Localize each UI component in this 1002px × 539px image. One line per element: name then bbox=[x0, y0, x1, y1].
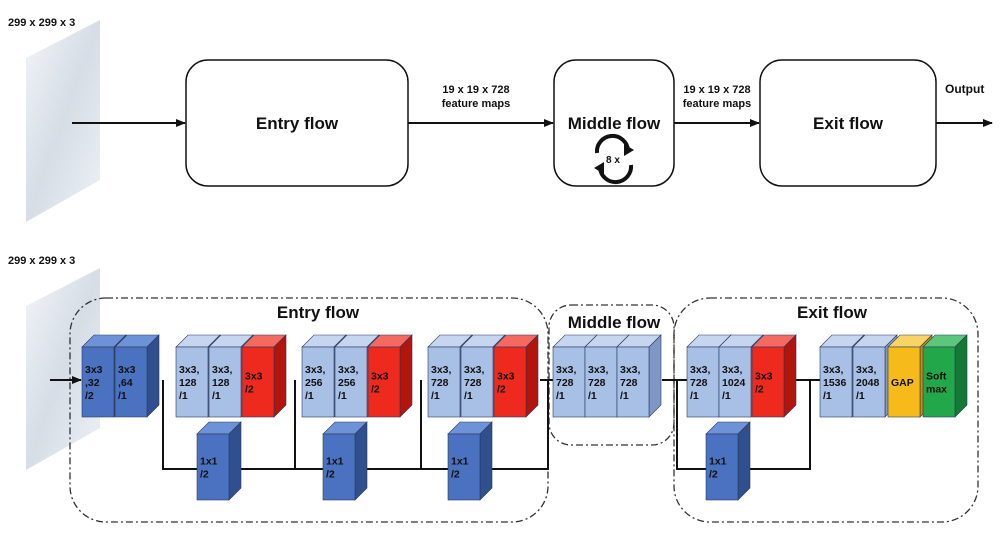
block-text: 3x3, bbox=[620, 364, 641, 376]
block-text: /1 bbox=[856, 390, 865, 402]
block-text: /1 bbox=[305, 390, 314, 402]
block-text: /1 bbox=[620, 390, 629, 402]
block-text: /2 bbox=[200, 469, 209, 481]
top-entry-flow-label: Entry flow bbox=[256, 114, 339, 133]
bottom-exit-flow-label: Exit flow bbox=[797, 303, 868, 322]
block-text: 1024 bbox=[722, 377, 746, 389]
conv-block: 3x3,728/1 bbox=[584, 334, 630, 418]
block-text: ,64 bbox=[118, 377, 133, 389]
bottom-input-size-label: 299 x 299 x 3 bbox=[8, 255, 75, 267]
block-text: 728 bbox=[620, 377, 638, 389]
block-text: 2048 bbox=[856, 377, 880, 389]
block-text: 3x3, bbox=[588, 364, 609, 376]
block-text: 256 bbox=[338, 377, 356, 389]
top-input-image bbox=[26, 20, 100, 222]
top-fm2-line2: feature maps bbox=[683, 98, 751, 110]
repeat-cycle-icon bbox=[594, 133, 634, 185]
entry-flow-group bbox=[69, 297, 549, 523]
block-text: 1x1 bbox=[709, 456, 727, 468]
exit-flow-group bbox=[673, 297, 979, 523]
block-text: 3x3, bbox=[722, 364, 743, 376]
block-text: 3x3 bbox=[85, 364, 103, 376]
bottom-middle-flow-label: Middle flow bbox=[568, 313, 661, 332]
top-fm1-line2: feature maps bbox=[442, 98, 510, 110]
block-text: /1 bbox=[722, 390, 731, 402]
top-exit-flow-label: Exit flow bbox=[813, 114, 884, 133]
block-text: Soft bbox=[926, 371, 947, 383]
block-text: 1x1 bbox=[200, 456, 218, 468]
block-text: 128 bbox=[179, 377, 197, 389]
shortcut-block: 1x1/2 bbox=[196, 421, 242, 501]
block-text: 3x3, bbox=[464, 364, 485, 376]
conv-block: 3x3,64/1 bbox=[114, 334, 160, 418]
block-text: 728 bbox=[464, 377, 482, 389]
conv-block: 3x3,256/1 bbox=[301, 334, 347, 418]
block-text: /2 bbox=[245, 384, 254, 396]
block-text: /1 bbox=[118, 390, 127, 402]
block-text: 3x3 bbox=[371, 371, 389, 383]
block-text: 3x3 bbox=[497, 371, 515, 383]
shortcut-block: 1x1/2 bbox=[447, 421, 493, 501]
block-text: 3x3 bbox=[118, 364, 136, 376]
block-text: 1x1 bbox=[326, 456, 344, 468]
block-text: 1536 bbox=[823, 377, 847, 389]
top-middle-repeat-label: 8 x bbox=[606, 155, 620, 166]
block-text: /1 bbox=[823, 390, 832, 402]
block-text: /2 bbox=[326, 469, 335, 481]
top-middle-flow-label: Middle flow bbox=[568, 114, 661, 133]
bottom-input-image bbox=[26, 268, 100, 470]
block-text: /1 bbox=[179, 390, 188, 402]
block-text: /1 bbox=[338, 390, 347, 402]
block-text: /2 bbox=[709, 469, 718, 481]
block-text: 3x3 bbox=[245, 371, 263, 383]
block-text: /1 bbox=[556, 390, 565, 402]
block-text: 728 bbox=[588, 377, 606, 389]
block-text: /2 bbox=[497, 384, 506, 396]
middle-flow-group bbox=[548, 304, 675, 446]
block-text: max bbox=[926, 384, 947, 396]
conv-block: 3x3/2 bbox=[493, 334, 539, 418]
block-text: 3x3, bbox=[212, 364, 233, 376]
block-text: 3x3, bbox=[179, 364, 200, 376]
bottom-entry-flow-label: Entry flow bbox=[277, 303, 360, 322]
block-text: 728 bbox=[431, 377, 449, 389]
top-fm1-line1: 19 x 19 x 728 bbox=[442, 84, 509, 96]
block-text: /2 bbox=[451, 469, 460, 481]
block-text: ,32 bbox=[85, 377, 100, 389]
block-text: /2 bbox=[85, 390, 94, 402]
block-text: /1 bbox=[431, 390, 440, 402]
shortcut-block: 1x1/2 bbox=[705, 421, 751, 501]
shortcut-block: 1x1/2 bbox=[322, 421, 368, 501]
conv-block: 3x3/2 bbox=[241, 334, 287, 418]
conv-block: 3x3/2 bbox=[751, 334, 797, 418]
block-text: /1 bbox=[212, 390, 221, 402]
block-text: 3x3, bbox=[690, 364, 711, 376]
blocks-layer: 3x3,32/23x3,64/13x3,128/13x3,128/13x3/23… bbox=[81, 334, 968, 501]
block-text: 3x3, bbox=[305, 364, 326, 376]
block-text: 256 bbox=[305, 377, 323, 389]
block-text: 3x3, bbox=[823, 364, 844, 376]
block-text: /1 bbox=[588, 390, 597, 402]
block-text: 3x3, bbox=[431, 364, 452, 376]
block-text: /1 bbox=[464, 390, 473, 402]
top-output-label: Output bbox=[945, 82, 984, 96]
conv-block: 3x3/2 bbox=[367, 334, 413, 418]
top-input-size-label: 299 x 299 x 3 bbox=[8, 17, 75, 29]
block-text: 3x3, bbox=[556, 364, 577, 376]
conv-block: 3x3,728/1 bbox=[616, 334, 662, 418]
block-text: 1x1 bbox=[451, 456, 469, 468]
block-text: /2 bbox=[371, 384, 380, 396]
block-text: GAP bbox=[891, 377, 914, 389]
block-text: /1 bbox=[690, 390, 699, 402]
block-text: /2 bbox=[755, 384, 764, 396]
block-text: 728 bbox=[690, 377, 708, 389]
top-fm2-line1: 19 x 19 x 728 bbox=[683, 84, 750, 96]
block-text: 728 bbox=[556, 377, 574, 389]
block-text: 3x3, bbox=[856, 364, 877, 376]
block-text: 3x3, bbox=[338, 364, 359, 376]
block-text: 128 bbox=[212, 377, 230, 389]
block-text: 3x3 bbox=[755, 371, 773, 383]
